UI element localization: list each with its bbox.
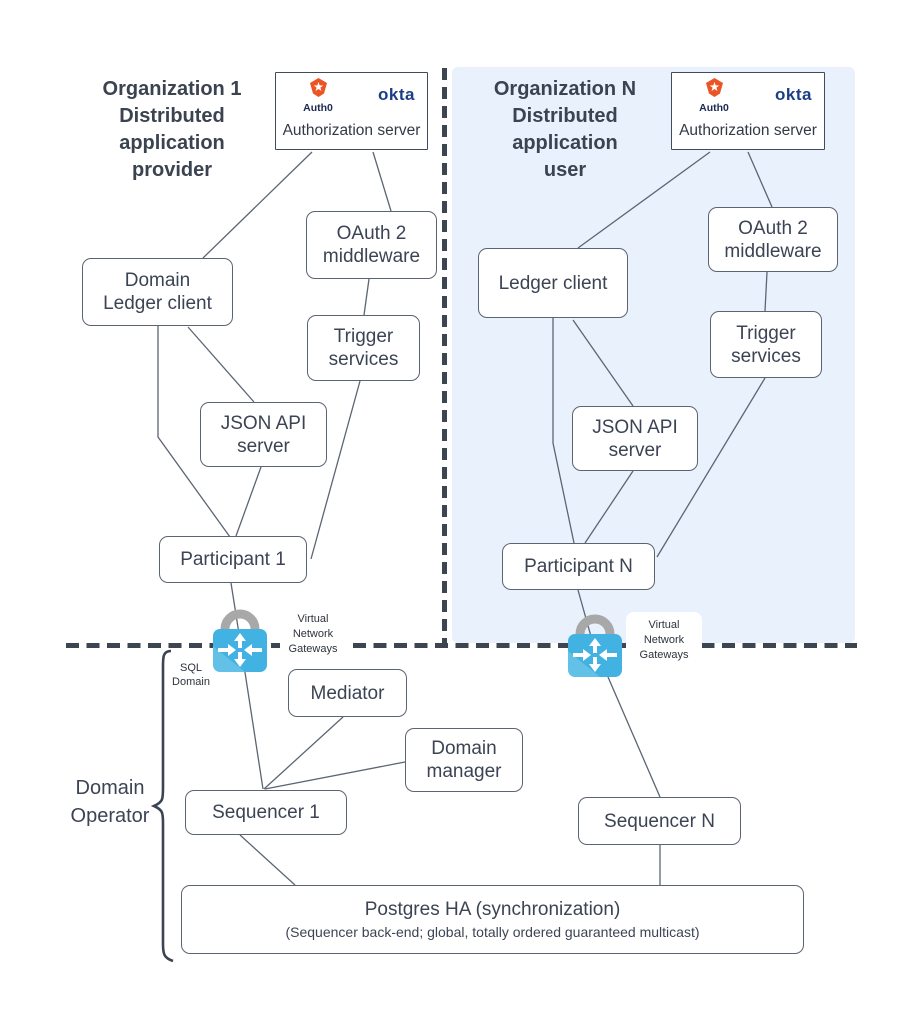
authorization-server-label: Authorization server [679,122,817,139]
vng-label-orgN: Virtual Network Gateways [626,612,702,668]
domain-operator-label: Domain Operator [70,777,150,827]
okta-wordmark: okta [378,85,415,104]
node-domain-ledger-client: Domain Ledger client [82,258,233,326]
node-oauth2-middleware-org1: OAuth 2 middleware [306,211,437,279]
node-domain-manager: Domain manager [405,728,523,792]
node-oauth2-middleware-orgN: OAuth 2 middleware [708,207,838,272]
orgN-title: Organization N Distributed application u… [493,78,637,181]
auth0-shield-star-icon [309,78,327,97]
node-json-api-server-orgN: JSON API server [572,406,698,471]
orgN-authorization-server: Auth0 okta Authorization server [671,72,825,150]
auth0-wordmark: Auth0 [699,102,729,114]
node-participant-1: Participant 1 [159,536,307,583]
okta-wordmark: okta [775,85,812,104]
domain-operator-brace [150,649,174,963]
node-json-api-server-org1: JSON API server [200,402,327,467]
node-trigger-services-org1: Trigger services [307,315,420,381]
node-ledger-client: Ledger client [478,248,628,318]
node-trigger-services-orgN: Trigger services [710,311,822,378]
auth0-logo: Auth0 [296,78,340,114]
node-postgres-ha: Postgres HA (synchronization) (Sequencer… [181,885,804,954]
auth0-shield-star-icon [705,78,723,97]
auth0-logo: Auth0 [692,78,736,114]
authorization-server-label: Authorization server [282,122,421,139]
virtual-network-gateway-icon-org1 [213,609,267,672]
postgres-subtitle: (Sequencer back-end; global, totally ord… [285,924,700,940]
org1-authorization-server: Auth0 okta Authorization server [275,72,428,150]
node-sequencer-N: Sequencer N [578,797,741,845]
auth0-wordmark: Auth0 [303,102,333,114]
node-participant-N: Participant N [502,543,655,590]
node-sequencer-1: Sequencer 1 [185,790,347,835]
node-mediator: Mediator [288,669,407,717]
org1-title: Organization 1 Distributed application p… [102,78,242,181]
virtual-network-gateway-icon-orgN [568,614,622,677]
sql-domain-label: SQL Domain [172,662,210,688]
postgres-title: Postgres HA (synchronization) [364,899,621,920]
vng-label-org1: Virtual Network Gateways [280,604,346,664]
